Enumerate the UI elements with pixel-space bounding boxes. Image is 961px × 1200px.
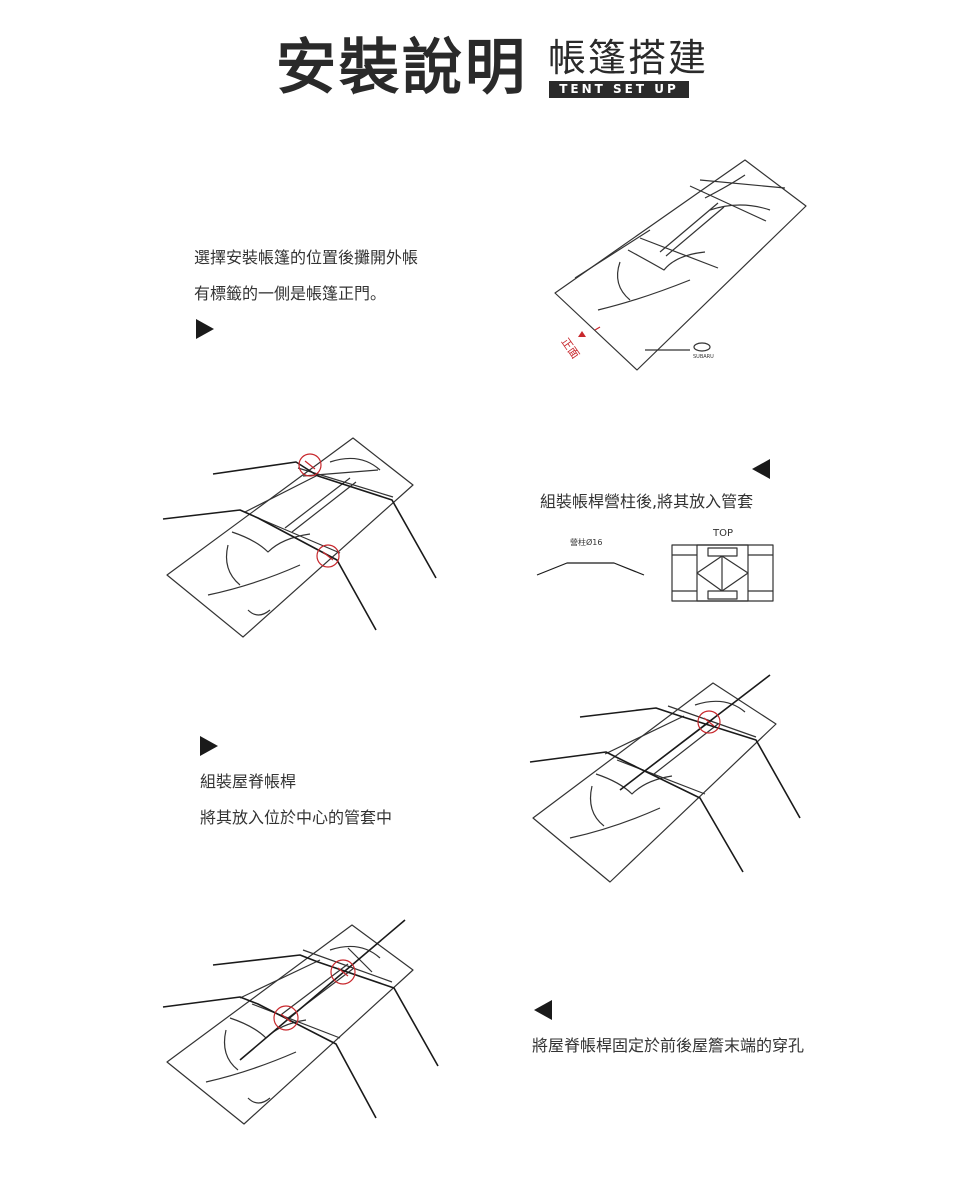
step2-tent-illustration	[166, 437, 414, 638]
arrow-right-icon	[196, 319, 214, 339]
arrow-left-icon	[534, 1000, 552, 1020]
step4-tent-illustration	[166, 924, 414, 1125]
pole-label: 營柱Ø16	[570, 537, 602, 547]
top-view-diagram	[671, 544, 774, 602]
front-label: 正面	[559, 336, 582, 361]
sleeve-highlight-icon	[273, 959, 356, 1031]
step1-line2: 有標籤的一側是帳篷正門。	[194, 284, 387, 303]
step2-line1: 組裝帳桿營柱後,將其放入管套	[540, 492, 754, 511]
sleeve-highlight-icon	[697, 710, 721, 734]
pole-diagram	[536, 562, 645, 576]
sleeve-highlight-icon	[298, 453, 340, 568]
step2-poles	[162, 461, 437, 631]
subaru-logo: SUBARU	[693, 354, 714, 360]
page-subtitle: 帳篷搭建	[548, 36, 709, 80]
step1-line1: 選擇安裝帳篷的位置後攤開外帳	[194, 248, 419, 267]
step4-poles	[162, 919, 439, 1119]
front-marker-icon	[578, 331, 586, 337]
arrow-right-icon	[200, 736, 218, 756]
title-badge: TENT SET UP	[549, 81, 689, 98]
step1-tent-illustration	[554, 159, 807, 371]
step3-line1: 組裝屋脊帳桿	[200, 772, 297, 791]
arrow-left-icon	[752, 459, 770, 479]
page-title: 安裝說明	[276, 33, 528, 103]
step4-line1: 將屋脊帳桿固定於前後屋簷末端的穿孔	[532, 1036, 805, 1055]
step3-poles	[529, 674, 801, 873]
step3-tent-illustration	[532, 682, 777, 883]
step3-line2: 將其放入位於中心的管套中	[200, 808, 393, 827]
top-label: TOP	[712, 528, 733, 539]
